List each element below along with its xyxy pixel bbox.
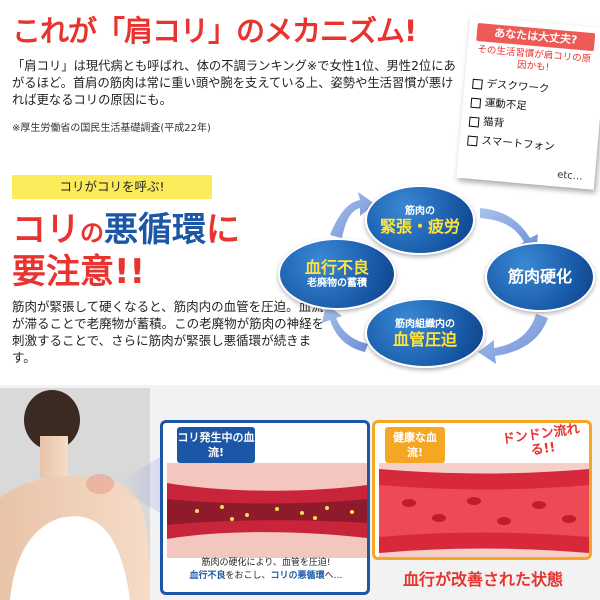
section-description: 筋肉が緊張して硬くなると、筋肉内の血管を圧迫。血流が滞ることで老廃物が蓄積。この… [12,299,325,365]
panel-left-caption: 筋肉の硬化により、血管を圧迫! 血行不良をおこし、コリの悪循環へ… [189,558,343,581]
checkbox-icon [470,97,482,109]
woman-illustration [0,388,150,600]
arrow-icon [330,192,375,238]
cycle-node-compression: 筋肉組織内の 血管圧迫 [365,298,485,368]
narrow-vessel-illustration [167,463,367,558]
cycle-node-hardening: 筋肉硬化 [485,242,595,312]
flow-burst-text: ドンドン流れる!! [501,421,581,459]
memo-list: デスクワーク 運動不足 猫背 スマートフォン [467,74,560,157]
healthy-vessel-illustration [379,463,589,557]
panel-left-label: コリ発生中の血流! [177,427,255,463]
intro-text: 「肩コリ」は現代病とも呼ばれ、体の不調ランキング※で女性1位、男性2位にあがるほ… [12,59,456,107]
cycle-node-poor-circulation: 血行不良 老廃物の蓄積 [278,238,396,310]
arrow-icon [322,304,368,352]
checkbox-icon [467,135,478,146]
panel-stiff-blood-flow: コリ発生中の血流! 筋肉の硬化により、血管を圧迫! 血行不良をおこし、コリの悪循… [160,420,370,595]
source-note: ※厚生労働省の国民生活基礎調査(平成22年) [12,123,211,134]
checkbox-icon [468,116,480,127]
cycle-diagram: 筋肉の 緊張・疲労 筋肉硬化 筋肉組織内の 血管圧迫 血行不良 老廃物の蓄積 [278,180,600,375]
page-title: これが「肩コリ」のメカニズム! [12,14,417,48]
checkbox-icon [472,78,483,90]
checklist-memo: あなたは大丈夫? その生活習慣が肩コリの原因かも! デスクワーク 運動不足 猫背… [456,16,600,190]
panel-right-label: 健康な血流! [385,427,445,463]
headline-line-1: コリの悪循環に [12,210,240,250]
panel-healthy-blood-flow: 健康な血流! ドンドン流れる!! [372,420,592,560]
headline-line-2: 要注意!! [12,252,146,292]
arrow-icon [478,314,548,364]
cycle-node-tension: 筋肉の 緊張・疲労 [365,185,475,255]
result-caption: 血行が改善された状態 [402,570,563,589]
section-tag: コリがコリを呼ぶ! [12,175,212,199]
